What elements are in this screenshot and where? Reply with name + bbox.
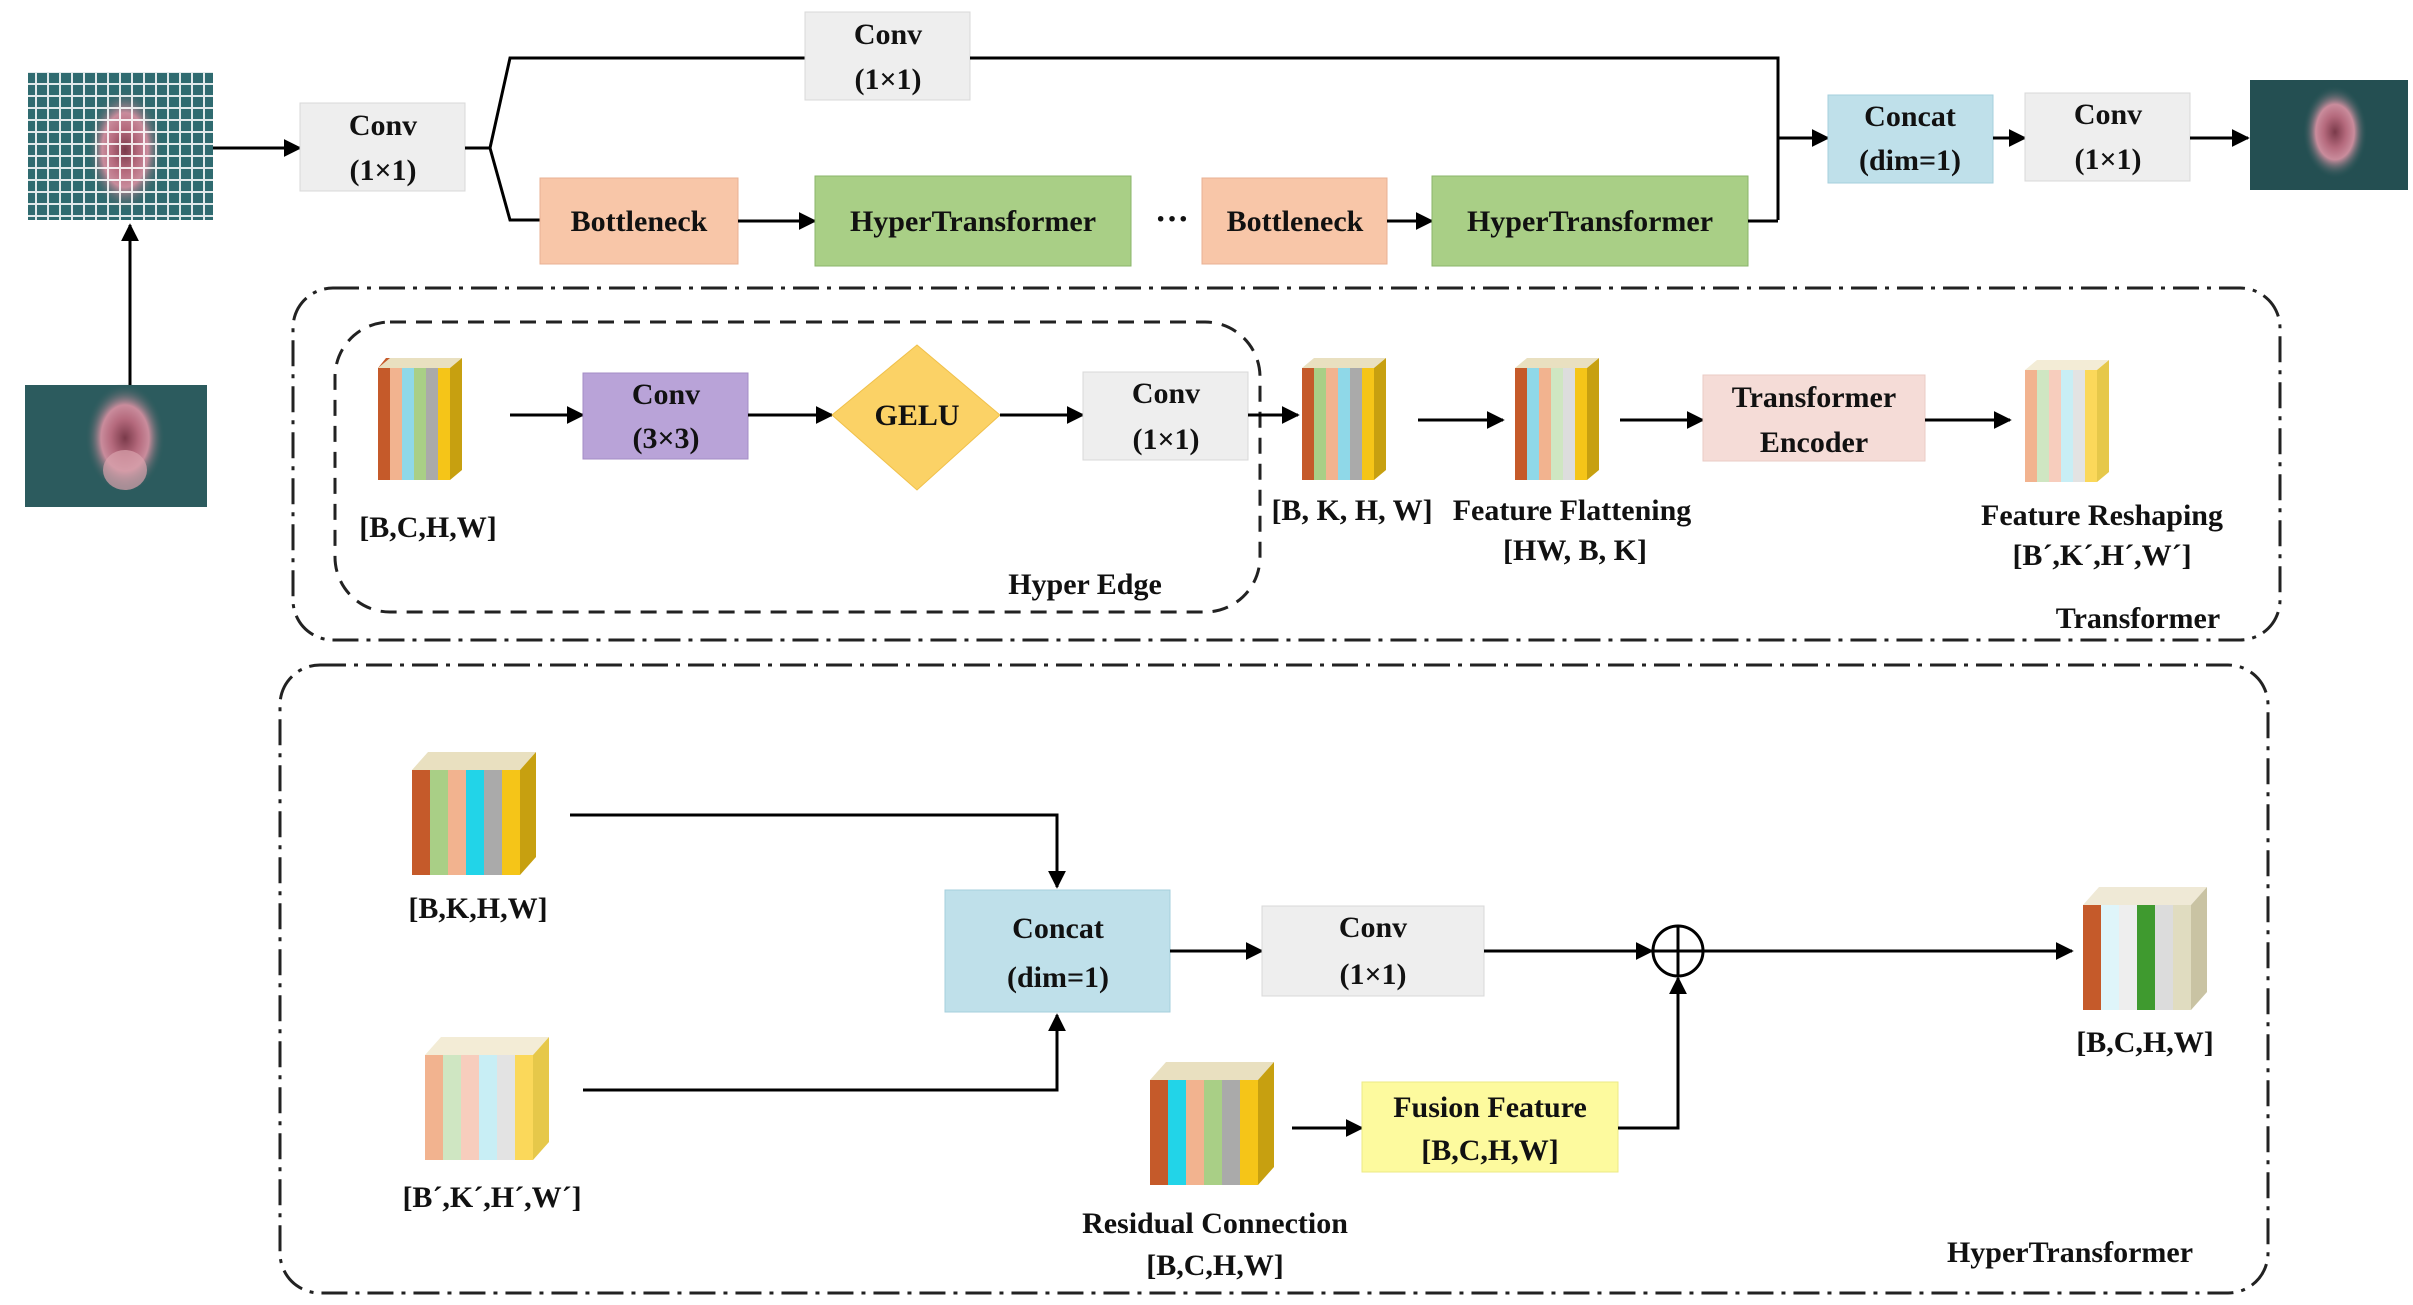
concat-top-label: Concat xyxy=(1864,100,1956,133)
gelu-diamond: GELU xyxy=(831,344,1001,491)
output-shape-label: [B,C,H,W] xyxy=(2076,1026,2214,1059)
conv-in-box: Conv (1×1) xyxy=(299,102,466,192)
fusion-label: Fusion Feature xyxy=(1393,1091,1587,1124)
conv-ht-kernel: (1×1) xyxy=(1339,958,1406,991)
skip-path-right xyxy=(970,56,1780,220)
output-image xyxy=(2250,80,2408,190)
hypertransformer-1-box: HyperTransformer xyxy=(814,175,1132,267)
conv1x1-label: Conv xyxy=(1132,377,1200,410)
conv-skip-box: Conv (1×1) xyxy=(804,11,971,101)
concat-top-dim: (dim=1) xyxy=(1859,144,1961,177)
encoder-label-1: Transformer xyxy=(1732,381,1896,414)
conv1x1-kernel: (1×1) xyxy=(1132,423,1199,456)
conv-skip-kernel: (1×1) xyxy=(854,63,921,96)
conv1x1-box: Conv (1×1) xyxy=(1082,371,1249,461)
flatten-label: Feature Flattening xyxy=(1453,494,1692,527)
concat-ht-dim: (dim=1) xyxy=(1007,961,1109,994)
transformer-panel-title: Transformer xyxy=(2056,602,2220,635)
conv-in-kernel: (1×1) xyxy=(349,154,416,187)
feature-stack-input xyxy=(378,358,462,480)
feature-stack-ht-input1 xyxy=(412,752,536,875)
hypertransformer-2-box: HyperTransformer xyxy=(1431,175,1749,267)
concat-ht-box: Concat (dim=1) xyxy=(944,889,1171,1013)
feature-stack-reshape xyxy=(2025,360,2109,482)
arrow-fusion-to-add xyxy=(1618,976,1687,1130)
residual-shape: [B,C,H,W] xyxy=(1146,1249,1284,1282)
conv3x3-label: Conv xyxy=(632,378,700,411)
hypertransformer-1-label: HyperTransformer xyxy=(850,205,1096,238)
feature-stack-flatten xyxy=(1515,358,1599,480)
skip-path xyxy=(465,56,805,150)
fusion-shape: [B,C,H,W] xyxy=(1421,1134,1559,1167)
feature-stack-ht-input2 xyxy=(425,1037,549,1160)
bottleneck-2-label: Bottleneck xyxy=(1227,205,1364,238)
main-path xyxy=(488,147,540,222)
input-image xyxy=(25,383,207,507)
residual-label: Residual Connection xyxy=(1082,1207,1348,1240)
feature-stack-residual xyxy=(1150,1062,1274,1185)
hyper-edge-label: Hyper Edge xyxy=(1008,568,1162,601)
ht-input2-shape: [B´,K´,H´,W´] xyxy=(402,1181,581,1214)
reshape-label: Feature Reshaping xyxy=(1981,499,2223,532)
add-operator-icon xyxy=(1651,924,1705,978)
hypertransformer-panel-title: HyperTransformer xyxy=(1947,1236,2193,1269)
concat-top-box: Concat (dim=1) xyxy=(1827,94,1994,184)
hypertransformer-2-label: HyperTransformer xyxy=(1467,205,1713,238)
conv-out-box: Conv (1×1) xyxy=(2024,92,2191,182)
feature-stack-edge xyxy=(1302,358,1386,480)
hyper-edge-panel xyxy=(333,320,1262,614)
edge-shape-label: [B, K, H, W] xyxy=(1271,494,1432,527)
conv-ht-label: Conv xyxy=(1339,911,1407,944)
concat-ht-label: Concat xyxy=(1012,912,1104,945)
conv-out-kernel: (1×1) xyxy=(2074,143,2141,176)
fusion-feature-box: Fusion Feature [B,C,H,W] xyxy=(1361,1081,1619,1173)
bottleneck-1-box: Bottleneck xyxy=(539,177,739,265)
encoder-label-2: Encoder xyxy=(1760,426,1868,459)
conv3x3-box: Conv (3×3) xyxy=(582,372,749,460)
conv3x3-kernel: (3×3) xyxy=(632,422,699,455)
conv-out-label: Conv xyxy=(2074,98,2142,131)
hypertransformer-panel xyxy=(278,663,2270,1295)
arrow-input1-to-concat xyxy=(570,813,1066,889)
conv-ht-box: Conv (1×1) xyxy=(1261,905,1485,997)
transformer-panel xyxy=(291,286,2282,642)
conv-skip-label: Conv xyxy=(854,18,922,51)
input-shape-label: [B,C,H,W] xyxy=(359,511,497,544)
feature-stack-output xyxy=(2083,887,2207,1010)
reshape-shape-label: [B´,K´,H´,W´] xyxy=(2012,539,2191,572)
conv-in-label: Conv xyxy=(349,109,417,142)
gridded-input-image xyxy=(28,72,213,220)
arrow-input2-to-concat xyxy=(583,1013,1066,1092)
bottleneck-1-label: Bottleneck xyxy=(571,205,708,238)
flatten-shape-label: [HW, B, K] xyxy=(1503,534,1647,567)
gelu-label: GELU xyxy=(874,399,959,432)
ellipsis: ··· xyxy=(1155,201,1189,238)
transformer-encoder-box: Transformer Encoder xyxy=(1702,374,1926,462)
ht-input1-shape: [B,K,H,W] xyxy=(408,892,547,925)
bottleneck-2-box: Bottleneck xyxy=(1201,177,1388,265)
